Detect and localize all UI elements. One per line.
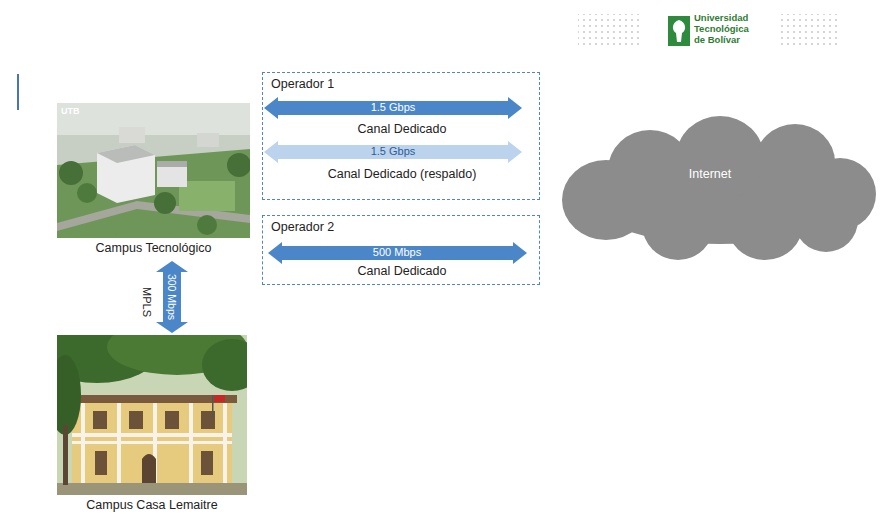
cloud-lobe xyxy=(642,188,714,260)
photo-house xyxy=(72,401,232,485)
campus-node: Campus Casa Lemaitre xyxy=(57,335,247,516)
backup-link-arrow xyxy=(264,141,522,163)
node-title: Internet xyxy=(689,167,731,182)
cloud-shape xyxy=(560,112,878,262)
cloud-lobe xyxy=(727,188,803,260)
campus-photo xyxy=(57,335,247,495)
photo-column xyxy=(189,403,193,483)
logo-square xyxy=(668,16,690,46)
photo-trunk xyxy=(63,425,68,485)
link-arrow xyxy=(268,242,527,264)
campus-photo xyxy=(57,103,250,238)
photo-haze xyxy=(57,103,250,135)
photo-building xyxy=(97,145,155,203)
operator-group: Operador 1 Canal DedicadoCanal Dedicado (… xyxy=(262,72,540,200)
link-arrow xyxy=(264,97,522,119)
photo-column xyxy=(117,403,121,483)
photo-window xyxy=(129,411,143,429)
node-title: Operador 1 xyxy=(271,77,334,92)
photo-field xyxy=(179,181,235,211)
bandwidth-label: 500 Mbps xyxy=(373,246,421,259)
photo-balcony xyxy=(72,441,232,444)
photo-tree xyxy=(202,339,247,391)
bandwidth-label: 1.5 Gbps xyxy=(371,145,416,158)
photo-column xyxy=(223,403,227,483)
link-type-label: MPLS xyxy=(139,287,152,317)
logo-icon xyxy=(668,16,690,46)
photo-building xyxy=(157,161,187,187)
photo-building xyxy=(119,127,145,143)
photo-tree xyxy=(77,183,97,203)
photo-tree xyxy=(57,355,81,435)
photo-ground xyxy=(57,483,247,495)
photo-window xyxy=(95,451,107,475)
photo-column xyxy=(81,403,85,483)
dot-grid xyxy=(778,14,840,48)
photo-window xyxy=(165,411,179,429)
node-title: Campus Casa Lemaitre xyxy=(57,498,247,513)
cloud-lobe xyxy=(676,116,764,200)
campus-node: Campus Tecnológico xyxy=(57,103,250,259)
node-text: Canal Dedicado xyxy=(358,122,447,137)
cloud-lobe xyxy=(562,160,650,240)
photo-roof xyxy=(97,145,155,163)
photo-watermark: UTB xyxy=(61,106,80,117)
node-title: Operador 2 xyxy=(271,220,334,235)
photo-tree xyxy=(197,215,217,235)
photo-tree xyxy=(154,192,176,214)
photo-balcony xyxy=(72,433,232,437)
photo-flagpole xyxy=(212,395,214,417)
cloud-lobe xyxy=(794,188,858,252)
logo-tree xyxy=(673,20,685,42)
link-connector xyxy=(156,261,188,333)
accent-bar xyxy=(17,74,19,110)
photo-building xyxy=(197,133,219,147)
bandwidth-label: 1.5 Gbps xyxy=(371,101,416,114)
photo-ground xyxy=(57,103,250,238)
logo-text: Universidad Tecnológica de Bolívar xyxy=(694,13,760,46)
node-title: Campus Tecnológico xyxy=(57,241,250,256)
internet-cloud: Internet xyxy=(560,112,878,262)
photo-tree xyxy=(227,153,250,177)
photo-roof xyxy=(67,395,237,403)
node-text: Canal Dedicado (respaldo) xyxy=(328,167,477,182)
photo-window xyxy=(201,451,213,475)
photo-tree xyxy=(59,161,83,185)
dot-grid xyxy=(578,14,640,48)
photo-window xyxy=(93,411,107,429)
photo-door xyxy=(142,454,156,483)
edge-label: 300 Mbps xyxy=(166,274,179,320)
photo-flag xyxy=(214,395,225,402)
photo-roof xyxy=(157,161,187,167)
node-text: Canal Dedicado xyxy=(358,264,447,279)
